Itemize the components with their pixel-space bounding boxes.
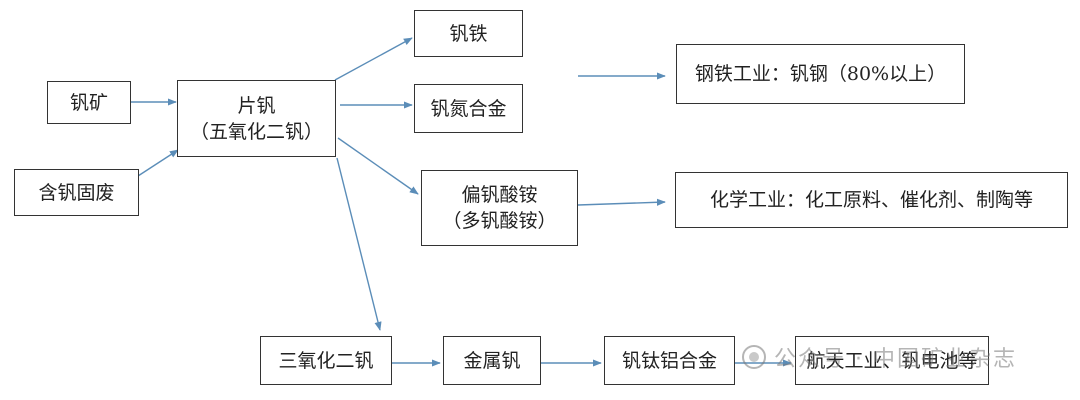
node-vanadium-titanium-aluminum-alloy: 钒钛铝合金 [604, 336, 735, 385]
arrow-flake-to-ferrovanadium [334, 37, 413, 81]
arrow-ammonium-to-chemical [577, 198, 666, 206]
node-flake-vanadium-subtitle: （五氧化二钒） [189, 120, 323, 143]
node-metal-vanadium: 金属钒 [443, 336, 541, 385]
watermark-text: 公众号 · 中国矿业杂志 [774, 347, 1017, 372]
node-steel-industry-label: 钢铁工业：钒钢（80%以上） [694, 63, 947, 85]
node-vanadium-waste-label: 含钒固废 [38, 181, 115, 204]
node-chemical-industry: 化学工业：化工原料、催化剂、制陶等 [675, 172, 1068, 228]
node-flake-vanadium: 片钒 （五氧化二钒） [177, 80, 336, 157]
node-aerospace-battery: 航天工业、钒电池等 [795, 336, 989, 385]
arrow-flake-to-trioxide [336, 157, 382, 331]
node-ammonium-metavanadate-title: 偏钒酸铵 [461, 184, 538, 206]
wechat-public-account-icon [742, 345, 766, 369]
arrow-flake-to-ammonium [337, 137, 419, 195]
node-flake-vanadium-title: 片钒 [237, 94, 276, 117]
node-vanadium-trioxide-label: 三氧化二钒 [278, 349, 374, 372]
node-ammonium-metavanadate: 偏钒酸铵 （多钒酸铵） [421, 170, 578, 246]
node-chemical-industry-label: 化学工业：化工原料、催化剂、制陶等 [709, 189, 1033, 211]
node-ferrovanadium-label: 钒铁 [449, 22, 488, 45]
watermark: 公众号 · 中国矿业杂志 [742, 340, 1017, 374]
node-ammonium-metavanadate-subtitle: （多钒酸铵） [442, 210, 557, 232]
arrow-waste-to-flake [137, 149, 179, 177]
node-vanadium-trioxide: 三氧化二钒 [260, 336, 392, 385]
node-vanadium-waste: 含钒固废 [14, 169, 139, 216]
node-vanadium-ore-label: 钒矿 [69, 91, 108, 114]
node-metal-vanadium-label: 金属钒 [463, 349, 521, 372]
node-vanadium-nitrogen-alloy: 钒氮合金 [414, 84, 523, 133]
node-vanadium-titanium-aluminum-alloy-label: 钒钛铝合金 [621, 349, 717, 372]
node-vanadium-ore: 钒矿 [47, 81, 131, 124]
node-aerospace-battery-label: 航天工业、钒电池等 [806, 349, 978, 372]
node-vanadium-nitrogen-alloy-label: 钒氮合金 [430, 97, 507, 120]
node-ferrovanadium: 钒铁 [414, 10, 523, 57]
node-steel-industry: 钢铁工业：钒钢（80%以上） [676, 44, 965, 104]
